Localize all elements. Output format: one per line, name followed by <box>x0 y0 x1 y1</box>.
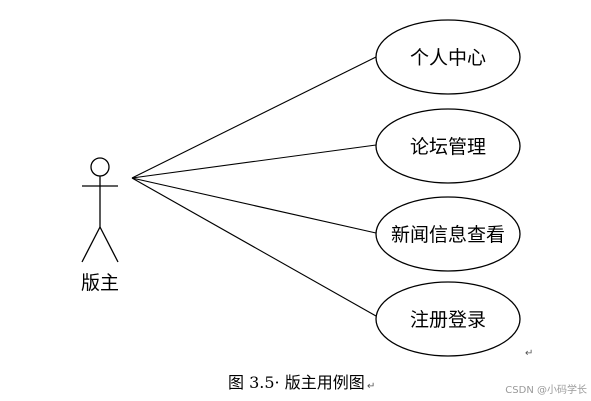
use-case-ellipse <box>375 281 521 357</box>
association-line-1 <box>131 56 377 179</box>
use-case-label: 新闻信息查看 <box>391 224 505 246</box>
use-case-label: 个人中心 <box>410 47 486 69</box>
actor-figure <box>81 157 119 263</box>
actor-label: 版主 <box>81 272 119 294</box>
use-case-3: 新闻信息查看 <box>375 196 521 272</box>
use-case-ellipse <box>375 196 521 272</box>
use-case-label: 注册登录 <box>410 309 486 331</box>
association-line-4 <box>131 177 377 317</box>
caption-paragraph-mark: ↵ <box>367 381 375 392</box>
watermark: CSDN @小码学长 <box>505 383 587 396</box>
use-case-ellipse <box>375 19 521 95</box>
actor-head <box>90 157 110 177</box>
associations <box>131 56 377 317</box>
use-case-ellipse <box>375 108 521 184</box>
figure-caption: 图 3.5· 版主用例图 <box>228 373 365 392</box>
use-case-4: 注册登录 <box>375 281 521 357</box>
actor-right-leg <box>99 226 119 263</box>
association-line-3 <box>131 177 377 234</box>
use-case-1: 个人中心 <box>375 19 521 95</box>
use-case-2: 论坛管理 <box>375 108 521 184</box>
use-case-label: 论坛管理 <box>410 136 486 158</box>
actor-left-leg <box>81 226 101 263</box>
paragraph-mark: ↵ <box>525 348 533 359</box>
association-line-2 <box>131 144 377 179</box>
